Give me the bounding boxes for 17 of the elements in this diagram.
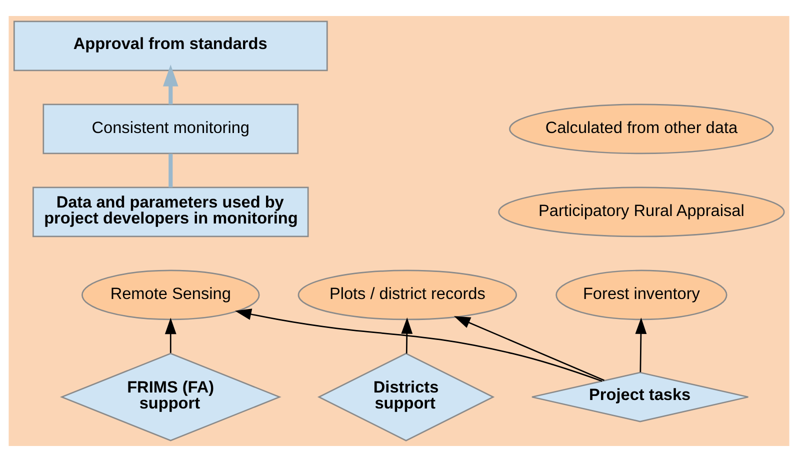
node-box: Data and parameters used by project developers in monitoring — [32, 186, 309, 237]
node-box: Consistent monitoring — [42, 103, 299, 154]
arrow — [164, 317, 176, 352]
node-diamond: Districts support — [317, 352, 495, 441]
connector — [168, 153, 173, 187]
node-box: Approval from standards — [13, 20, 328, 71]
arrow — [163, 64, 178, 104]
node-ellipse: Plots / district records — [298, 269, 517, 320]
arrow — [235, 308, 602, 382]
node-ellipse: Participatory Rural Appraisal — [498, 186, 785, 237]
arrow — [401, 317, 413, 354]
arrow — [635, 317, 647, 372]
node-ellipse: Forest inventory — [556, 269, 728, 320]
arrow — [454, 316, 605, 380]
node-diamond: Project tasks — [531, 371, 749, 422]
node-diamond: FRIMS (FA) support — [60, 352, 282, 441]
node-ellipse: Calculated from other data — [509, 103, 774, 154]
